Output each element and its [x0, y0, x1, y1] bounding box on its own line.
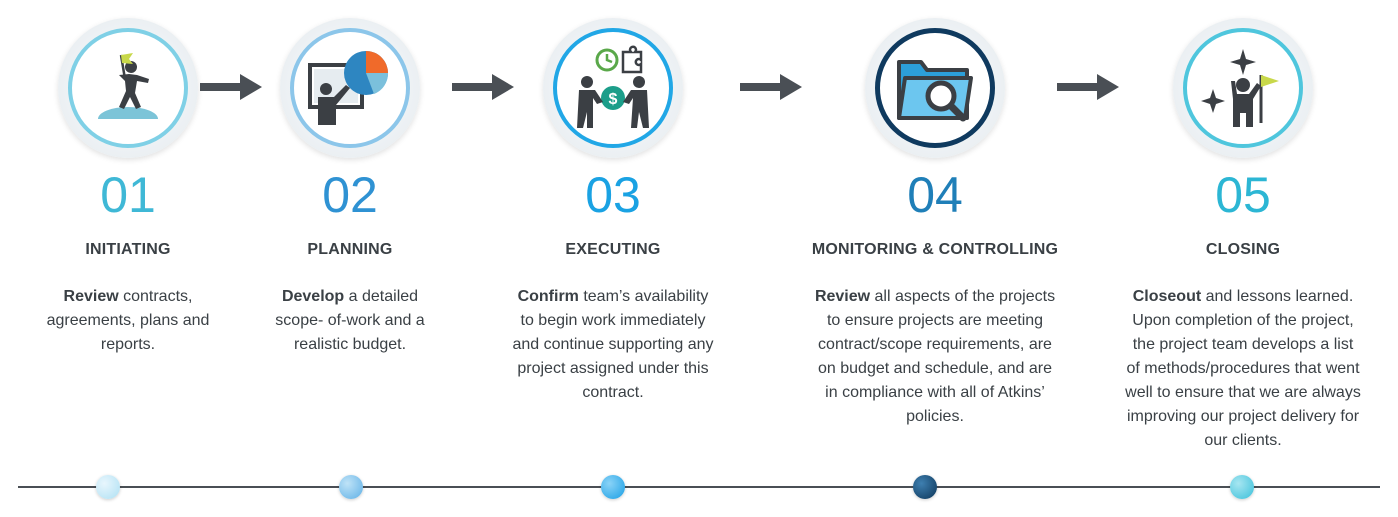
- step-title: CLOSING: [1205, 241, 1281, 258]
- timeline-line: [18, 486, 1380, 488]
- step-number: 02: [322, 167, 378, 223]
- folder-search-icon: [897, 60, 973, 122]
- step-description: Review all aspects of the projects to en…: [814, 288, 1056, 425]
- step-description: Closeout and lessons learned. Upon compl…: [1125, 288, 1361, 449]
- timeline-dot-3: [601, 475, 625, 499]
- summit-flag-icon: [95, 53, 161, 131]
- timeline-dot-4: [913, 475, 937, 499]
- timeline-dot-1: [96, 475, 120, 499]
- step-title: PLANNING: [307, 241, 393, 258]
- step-number: 05: [1215, 167, 1271, 223]
- step-icon-ring: [58, 18, 198, 158]
- step-description: Develop a detailed scope- of-work and a …: [275, 288, 425, 353]
- arrow-right-icon: [452, 74, 514, 100]
- step-title: EXECUTING: [565, 241, 661, 258]
- step-icon-ring: [280, 18, 420, 158]
- step-icon-ring: [1173, 18, 1313, 158]
- step-description: Confirm team’s availability to begin wor…: [512, 288, 714, 401]
- arrow-right-icon: [1057, 74, 1119, 100]
- step-title: INITIATING: [85, 241, 171, 258]
- celebration-flag-icon: [1201, 49, 1279, 127]
- step-title: MONITORING & CONTROLLING: [811, 241, 1059, 258]
- arrow-right-icon: [740, 74, 802, 100]
- step-number: 03: [585, 167, 641, 223]
- step-description: Review contracts, agreements, plans and …: [46, 288, 210, 353]
- svg-text:$: $: [609, 91, 618, 108]
- step-icon-ring: [865, 18, 1005, 158]
- step-number: 04: [907, 167, 963, 223]
- team-collaboration-icon: $: [577, 45, 649, 128]
- arrow-right-icon: [200, 74, 262, 100]
- timeline-dot-5: [1230, 475, 1254, 499]
- timeline-dot-2: [339, 475, 363, 499]
- presentation-chart-icon: [308, 51, 389, 125]
- step-icon-ring: $: [543, 18, 683, 158]
- step-number: 01: [100, 167, 156, 223]
